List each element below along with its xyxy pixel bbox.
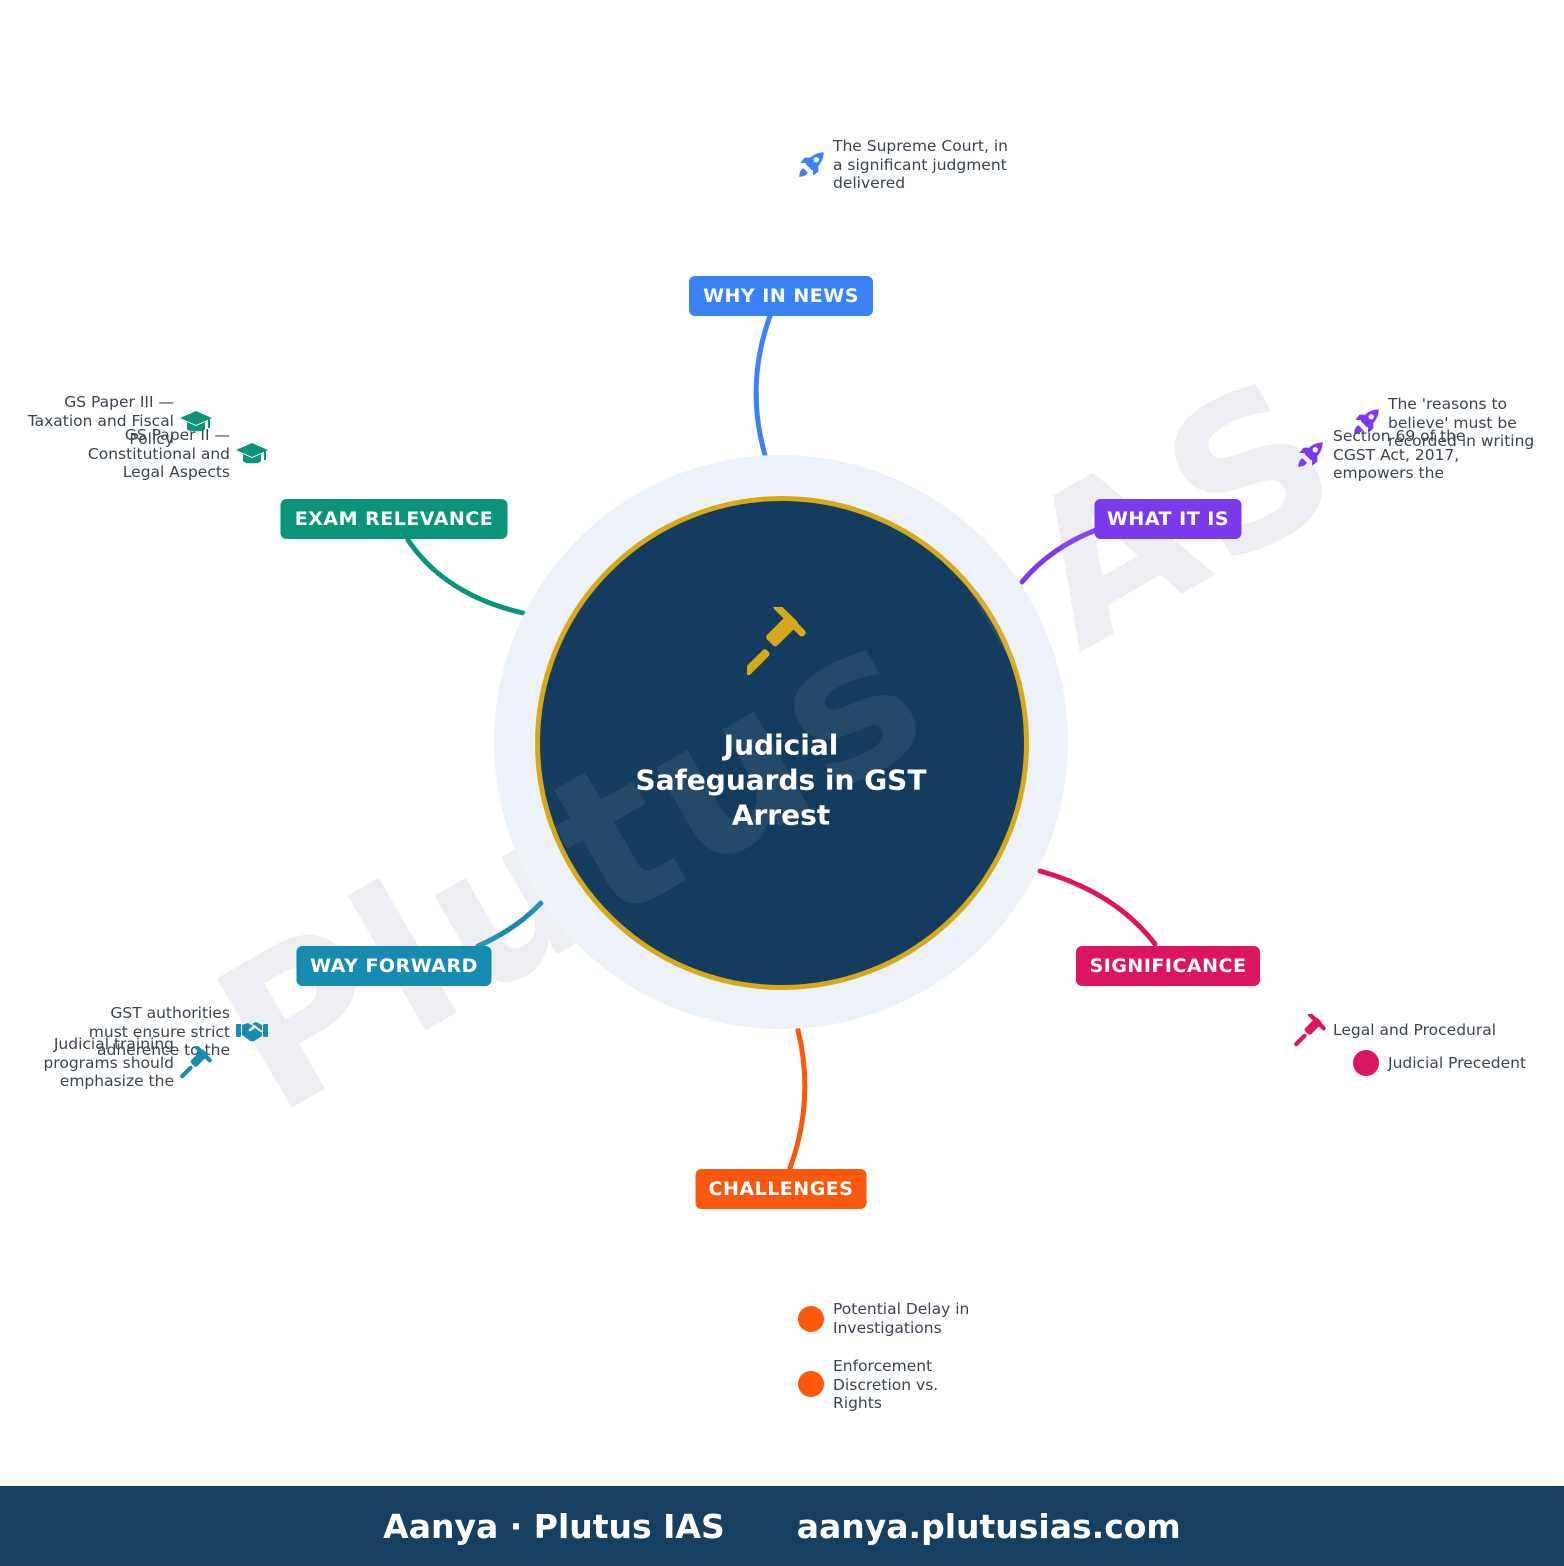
way-forward-item-2: Judicial training programs should emphas… <box>43 1035 174 1090</box>
connector-exam-relevance <box>405 537 526 616</box>
connector-challenges <box>787 1027 808 1171</box>
rocket-icon <box>799 152 824 177</box>
dot-icon <box>798 1371 824 1397</box>
branch-exam-relevance[interactable]: EXAM RELEVANCE <box>280 499 508 539</box>
handshake-icon <box>236 1022 268 1042</box>
branch-challenges[interactable]: CHALLENGES <box>695 1169 867 1209</box>
gavel-icon <box>1294 1014 1326 1047</box>
challenges-item-1: Potential Delay in Investigations <box>833 1300 970 1337</box>
branch-why-in-news[interactable]: WHY IN NEWS <box>689 276 873 316</box>
challenges-item-2: Enforcement Discretion vs. Rights <box>833 1357 939 1412</box>
branch-significance[interactable]: SIGNIFICANCE <box>1076 946 1260 986</box>
gavel-icon <box>180 1046 212 1079</box>
significance-item-2: Judicial Precedent <box>1388 1054 1527 1072</box>
connector-significance <box>1037 868 1158 947</box>
graduation-cap-icon <box>180 411 212 432</box>
exam-relevance-item-2: GS Paper II — Constitutional and Legal A… <box>87 426 230 481</box>
what-it-is-item-1: The 'reasons to believe' must be recorde… <box>1388 395 1535 450</box>
significance-item-1: Legal and Procedural <box>1333 1021 1497 1039</box>
connector-what-it-is <box>1019 527 1099 585</box>
footer-website[interactable]: aanya.plutusias.com <box>796 1506 1181 1546</box>
footer-bar: Aanya · Plutus IAS aanya.plutusias.com <box>0 1486 1564 1566</box>
footer-brand: Aanya · Plutus IAS <box>383 1506 725 1546</box>
rocket-icon <box>1354 409 1379 434</box>
what-it-is-item-2: Section 69 of the CGST Act, 2017, empowe… <box>1333 427 1466 482</box>
graduation-cap-icon <box>236 443 268 464</box>
exam-relevance-item-1: GS Paper III — Taxation and Fiscal Polic… <box>27 393 174 448</box>
center-circle <box>535 496 1029 990</box>
branch-what-it-is[interactable]: WHAT IT IS <box>1094 499 1242 539</box>
connector-way-forward <box>475 900 544 949</box>
center-title: Judicial Safeguards in GST Arrest <box>635 728 927 832</box>
connector-why-in-news <box>753 313 773 458</box>
dot-icon <box>798 1306 824 1332</box>
rocket-icon <box>1298 442 1323 467</box>
branch-way-forward[interactable]: WAY FORWARD <box>296 946 492 986</box>
gavel-icon <box>747 607 806 675</box>
why-in-news-item-1: The Supreme Court, in a significant judg… <box>833 137 1008 192</box>
dot-icon <box>1353 1050 1379 1076</box>
